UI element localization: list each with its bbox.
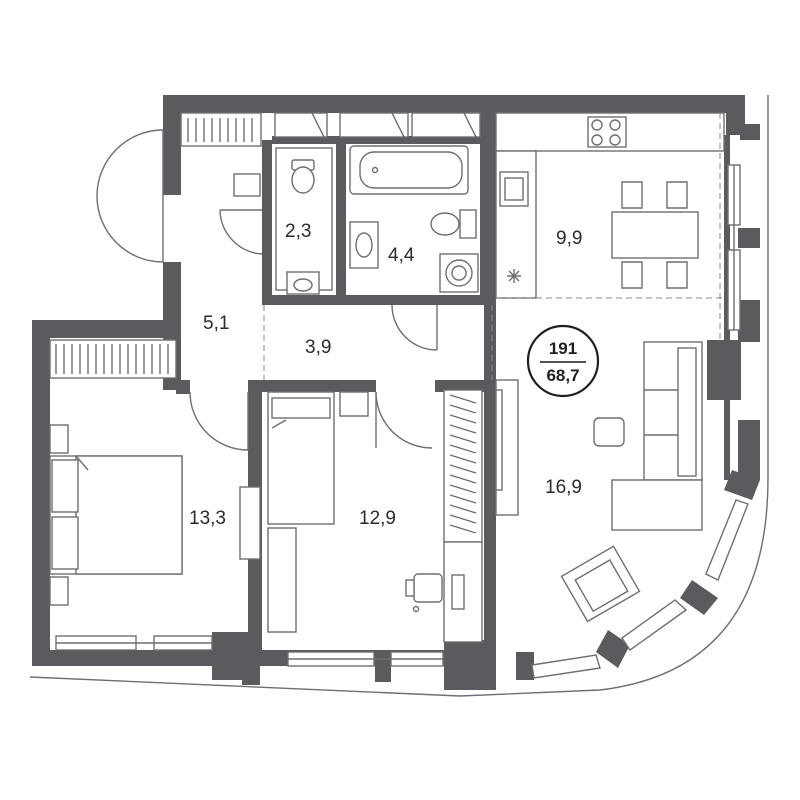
wc-fixtures [275, 147, 333, 295]
hall-wardrobe [180, 112, 481, 197]
area-label-living: 16,9 [545, 477, 582, 498]
living-door-frame [495, 389, 503, 491]
bath-fixtures [349, 145, 479, 293]
bedroom-door [189, 391, 249, 451]
child-room-door [375, 391, 433, 449]
entrance-door [96, 129, 164, 263]
area-label-hall: 5,1 [203, 313, 229, 334]
kitchen-furniture [495, 112, 725, 299]
area-label-bath: 4,4 [388, 245, 415, 266]
apartment-number: 191 [549, 339, 577, 358]
apartment-badge: 191 68,7 [526, 324, 600, 398]
windows [55, 164, 749, 679]
corridor-door [391, 304, 438, 351]
area-label-corridor: 3,9 [305, 337, 331, 358]
wc-door [219, 209, 263, 255]
badge-circle [526, 324, 600, 398]
child-room-furniture [267, 389, 483, 643]
bedroom-furniture [49, 339, 261, 606]
area-label-bedroom: 13,3 [189, 508, 226, 529]
area-label-kitchen: 9,9 [556, 228, 582, 249]
area-label-child-room: 12,9 [359, 508, 396, 529]
apartment-total-area: 68,7 [546, 366, 579, 385]
living-furniture [495, 341, 703, 623]
area-label-wc: 2,3 [285, 221, 311, 242]
site-boundary [29, 95, 769, 697]
